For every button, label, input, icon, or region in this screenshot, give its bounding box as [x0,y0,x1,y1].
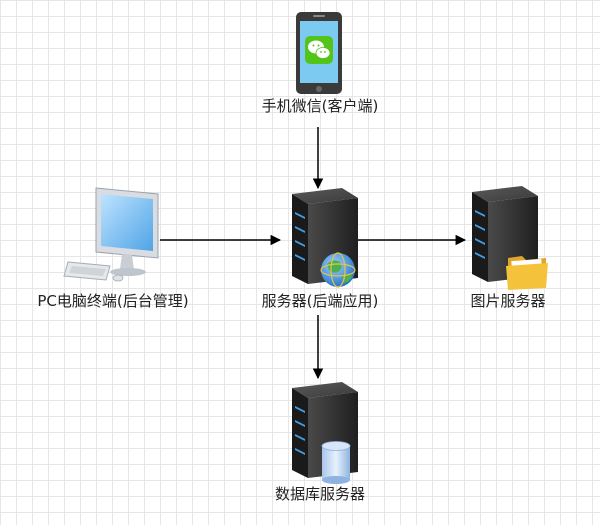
server-globe-icon [292,188,358,288]
desktop-computer-icon [63,187,159,282]
label-db-server: 数据库服务器 [274,485,366,503]
label-server: 服务器(后端应用) [261,292,379,310]
label-mobile: 手机微信(客户端) [261,97,379,115]
server-database-icon [292,382,358,484]
label-pc: PC电脑终端(后台管理) [37,292,189,310]
server-folder-icon [472,186,548,290]
edges [160,127,467,380]
label-image-server: 图片服务器 [470,292,546,310]
smartphone-wechat-icon [296,12,342,94]
